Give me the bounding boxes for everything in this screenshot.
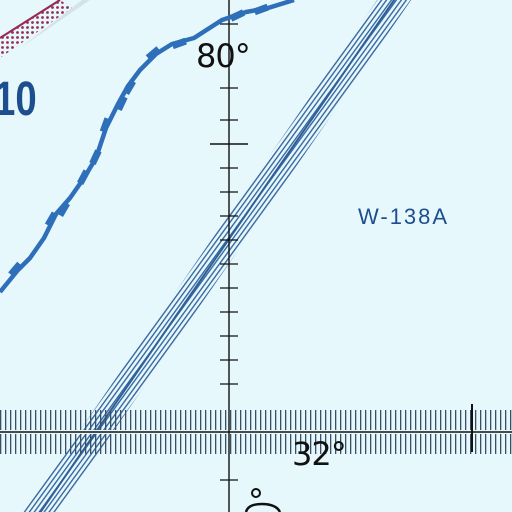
obstruction-symbol [244,488,282,512]
restricted-area-boundary [0,0,90,58]
latitude-band [0,404,512,454]
latitude-label: 32° [292,435,347,473]
meridian-line [210,0,248,512]
warning-area-label: W-138A [358,204,450,229]
airspace-boundary [0,0,295,294]
max-elevation-figure: 10 [0,73,37,126]
longitude-label: 80° [196,37,251,75]
